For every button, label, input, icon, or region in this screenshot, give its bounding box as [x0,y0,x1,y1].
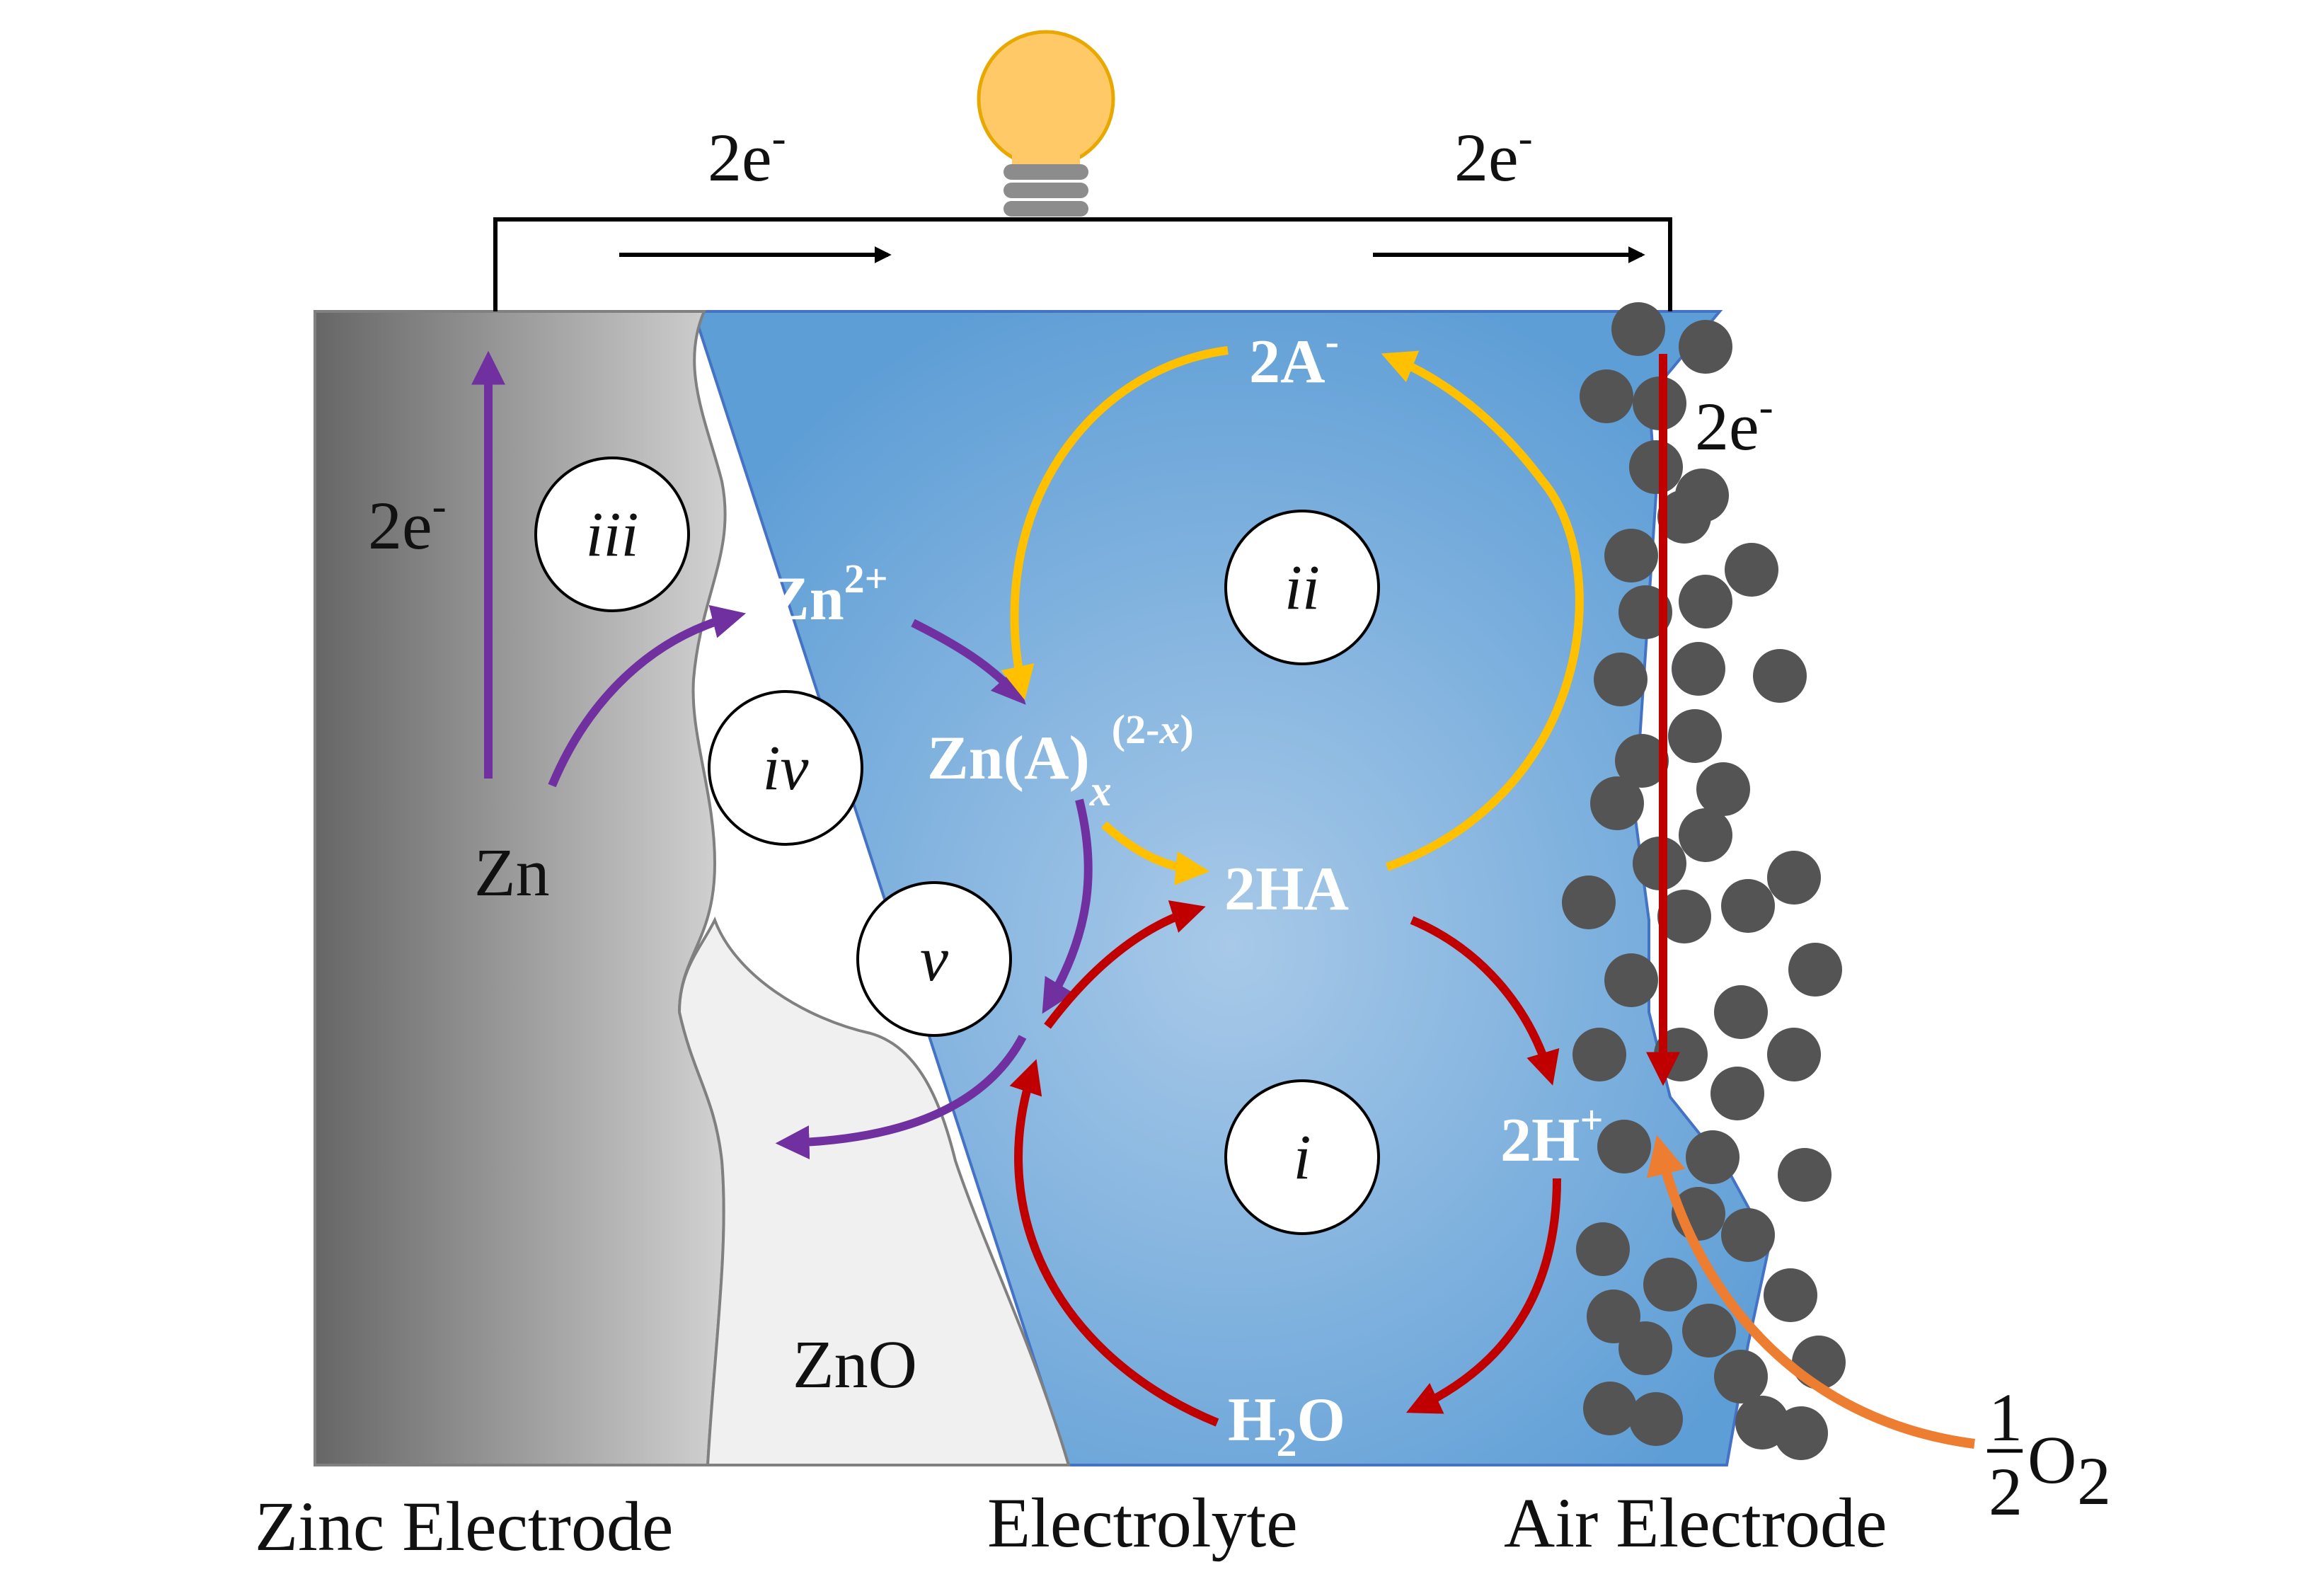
svg-text:i: i [1293,1123,1311,1193]
two-hplus-label: 2H+ [1500,1097,1604,1175]
svg-text:iv: iv [763,733,809,803]
oxygen-label: 1 2 O 2 [1987,1379,2111,1529]
zno-region [677,917,1071,1466]
yellow-complex-to-2ha-arrow [1101,821,1210,885]
zn-label: Zn [474,834,550,910]
two-ha-label: 2HA [1224,855,1349,924]
red-h2o-up-arrow [1009,1059,1219,1427]
electron-label-air: 2e- [1695,384,1773,464]
complex-to-zno-arrow-a [1042,798,1093,1014]
zn2-label: Zn2+ [768,556,888,633]
light-bulb-icon [977,30,1115,217]
svg-text:iii: iii [585,500,638,570]
yellow-2a-to-complex-arrow [1001,346,1229,701]
svg-text:v: v [920,924,948,994]
electron-label-left: 2e- [708,115,786,195]
two-a-label: 2A- [1249,318,1339,396]
step-marker-ii: ii [1224,510,1380,665]
step-marker-iv: iv [708,690,863,846]
oxygen-arrow [1646,1135,1975,1449]
zno-label: ZnO [793,1326,917,1402]
red-to-2ha-arrow [1044,900,1206,1029]
step-marker-iii: iii [534,457,690,612]
electrolyte-region [691,310,1771,1466]
svg-text:ii: ii [1284,553,1320,623]
carbon-particles [1562,302,1846,1460]
zinc-electrode-label: Zinc Electrode [255,1487,673,1566]
red-2ha-to-2hplus-arrow [1410,916,1560,1086]
electrolyte-label: Electrolyte [987,1483,1298,1562]
electron-label-right: 2e- [1454,115,1533,195]
svg-text:2: 2 [1989,1454,2023,1529]
step-marker-v: v [856,881,1012,1037]
step-marker-i: i [1224,1079,1380,1235]
h2o-label: H2O [1228,1386,1345,1465]
electron-label-zinc: 2e- [368,483,447,563]
svg-text:O: O [2028,1422,2076,1498]
external-circuit-wire [493,217,1672,311]
svg-text:1: 1 [1989,1379,2023,1455]
air-electrode-label: Air Electrode [1504,1483,1887,1562]
red-2hplus-to-h2o-arrow [1405,1178,1561,1414]
yellow-2ha-to-2a-arrow [1381,350,1584,871]
zn-to-zn2-arrow [548,604,746,788]
complex-to-zno-arrow-b [775,1035,1027,1160]
zn-complex-label: Zn(A)x(2-x) [927,706,1194,815]
svg-text:2: 2 [2077,1443,2111,1519]
